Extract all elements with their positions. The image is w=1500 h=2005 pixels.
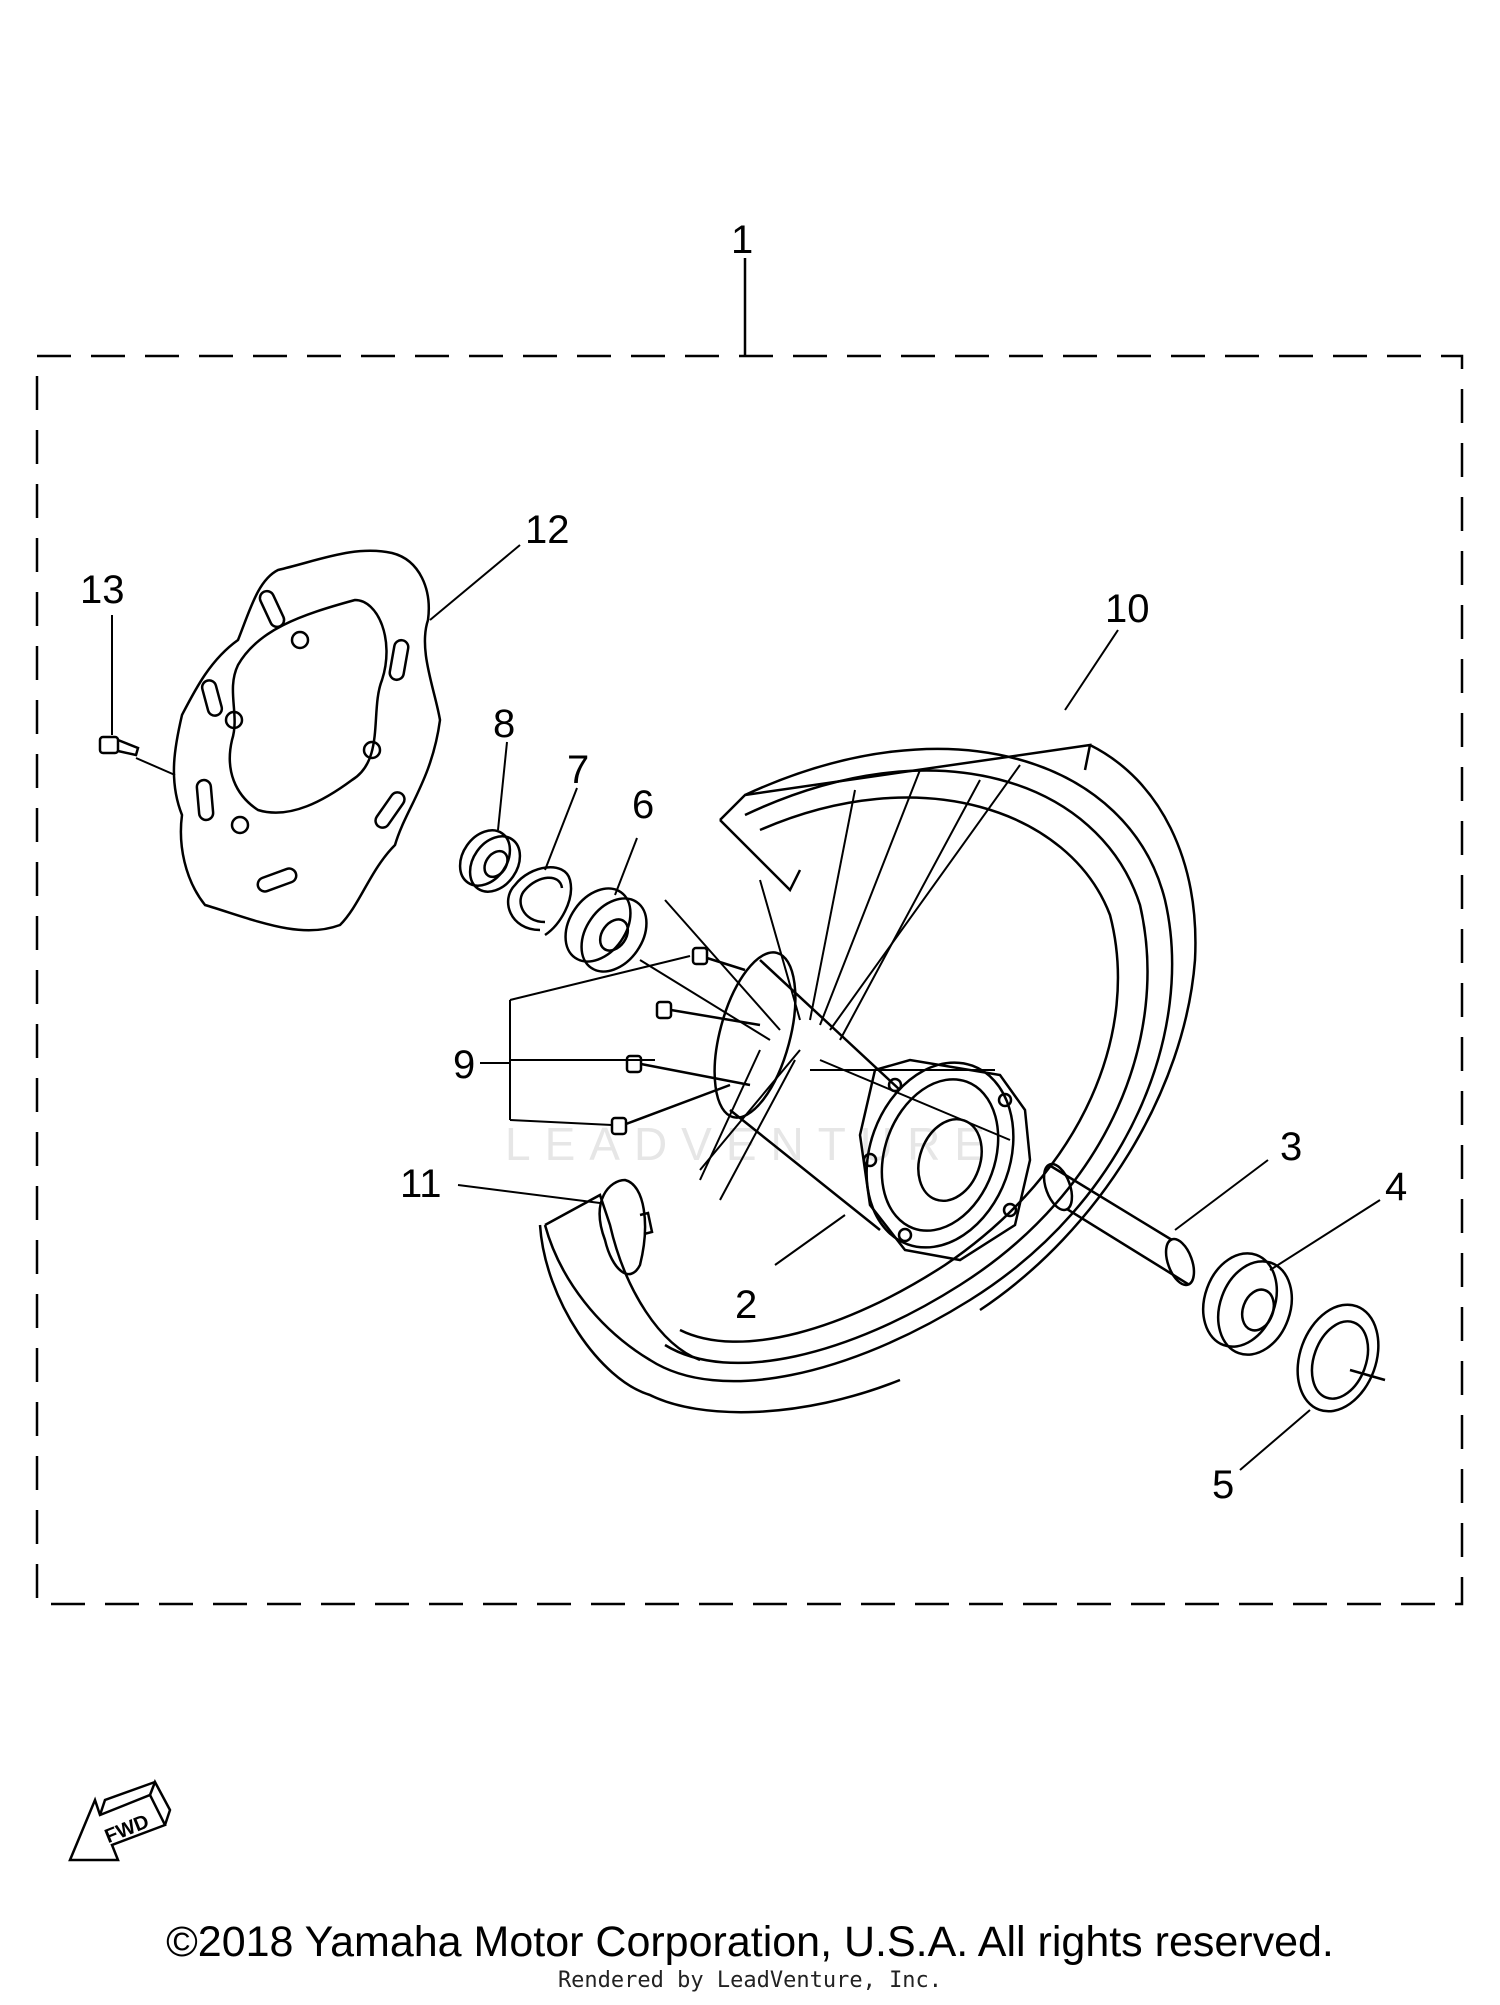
callout-9: 9 (453, 1043, 475, 1087)
callout-2: 2 (735, 1283, 757, 1327)
callout-8: 8 (493, 702, 515, 746)
fwd-arrow-icon: FWD (68, 1779, 172, 1862)
callout-13: 13 (80, 568, 125, 612)
bearing-part-6 (564, 887, 648, 973)
callout-7: 7 (567, 748, 589, 792)
bearing-part-8 (458, 829, 522, 893)
collar-part (1042, 1162, 1196, 1287)
callout-10: 10 (1105, 587, 1150, 631)
callout-12: 12 (525, 508, 570, 552)
copyright-notice: ©2018 Yamaha Motor Corporation, U.S.A. A… (166, 1918, 1334, 1966)
callout-4: 4 (1385, 1165, 1407, 1209)
leader-lines (111, 544, 1381, 1471)
callout-3: 3 (1280, 1125, 1302, 1169)
callout-labels: 1 12 13 10 8 7 6 9 11 3 4 2 5 (80, 218, 1407, 1507)
render-credit: Rendered by LeadVenture, Inc. (557, 1968, 943, 1993)
rim-band-part (598, 1178, 654, 1276)
rim-part (538, 743, 1197, 1414)
watermark-text: LEADVENTURE (505, 1118, 999, 1170)
assembly-boundary (35, 258, 1464, 1606)
circlip-part (506, 866, 573, 937)
spoke-nipples-part (610, 946, 761, 1136)
callout-11: 11 (400, 1162, 442, 1206)
oil-seal-part (1296, 1303, 1386, 1413)
hub-part (713, 951, 1032, 1262)
bearing-part-4 (1201, 1252, 1294, 1356)
disc-bolt-part (98, 735, 140, 757)
callout-5: 5 (1212, 1463, 1234, 1507)
callout-6: 6 (632, 783, 654, 827)
brake-disc-part (172, 549, 442, 932)
fwd-label: FWD (102, 1811, 152, 1848)
callout-1: 1 (731, 218, 753, 262)
